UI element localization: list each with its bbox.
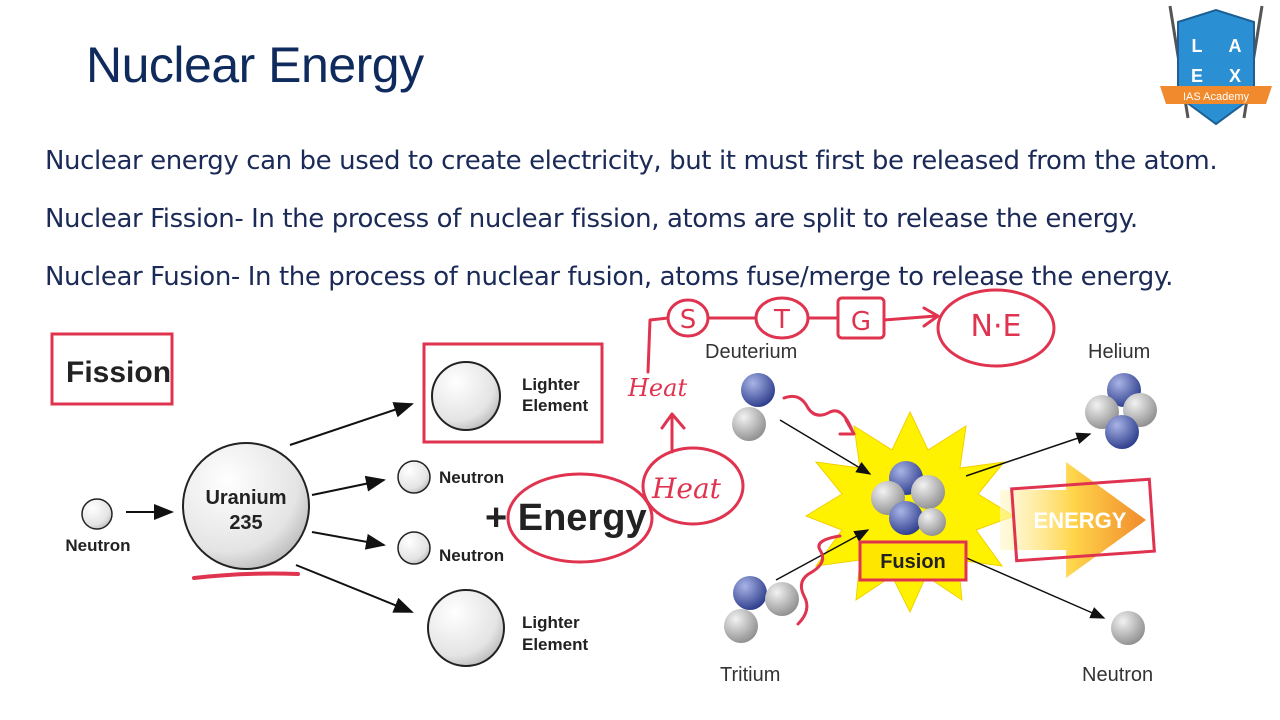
- page-title: Nuclear Energy: [86, 37, 424, 93]
- lighter-bottom-line1: Lighter: [522, 613, 580, 632]
- chain-t: T: [773, 305, 790, 335]
- fusion-diagram: Deuterium Tritium Fusion ENERGY Helium N…: [705, 341, 1157, 686]
- neutron-out-2-label: Neutron: [439, 546, 504, 565]
- fission-paragraph: Nuclear Fission- In the process of nucle…: [45, 204, 1138, 234]
- chain-ne: N·E: [971, 309, 1022, 344]
- energy-arrow: [1000, 462, 1146, 578]
- neutron-in-label: Neutron: [65, 536, 130, 555]
- deuterium-label: Deuterium: [705, 341, 797, 363]
- academy-logo: L A E X IAS Academy: [1160, 5, 1272, 126]
- fusion-energy-label: ENERGY: [1034, 508, 1127, 533]
- uranium-label: Uranium: [205, 487, 286, 509]
- uranium-number: 235: [229, 512, 262, 534]
- handwritten-annotations: [641, 288, 1056, 626]
- logo-letter-x: X: [1229, 66, 1241, 86]
- fission-label: Fission: [66, 356, 171, 389]
- fission-diagram: Fission Neutron Uranium 235 Lighter Elem…: [50, 332, 654, 667]
- logo-ribbon-text: IAS Academy: [1183, 91, 1250, 103]
- logo-letter-a: A: [1229, 36, 1242, 56]
- helium-label: Helium: [1088, 341, 1150, 363]
- logo-letter-l: L: [1192, 36, 1203, 56]
- chain-g: G: [851, 307, 871, 337]
- intro-paragraph: Nuclear energy can be used to create ele…: [45, 146, 1218, 176]
- fusion-center-label: Fusion: [880, 551, 946, 573]
- neutron-out-1-label: Neutron: [439, 468, 504, 487]
- heat-annotation-2: Heat: [651, 472, 722, 505]
- lighter-top-line2: Element: [522, 396, 588, 415]
- tritium-label: Tritium: [720, 664, 780, 686]
- heat-annotation-1: Heat: [627, 374, 687, 402]
- chain-s: S: [680, 305, 697, 335]
- fusion-paragraph: Nuclear Fusion- In the process of nuclea…: [45, 262, 1174, 292]
- logo-letter-e: E: [1191, 66, 1203, 86]
- fusion-neutron-label: Neutron: [1082, 664, 1153, 686]
- lighter-bottom-line2: Element: [522, 635, 588, 654]
- lighter-top-line1: Lighter: [522, 375, 580, 394]
